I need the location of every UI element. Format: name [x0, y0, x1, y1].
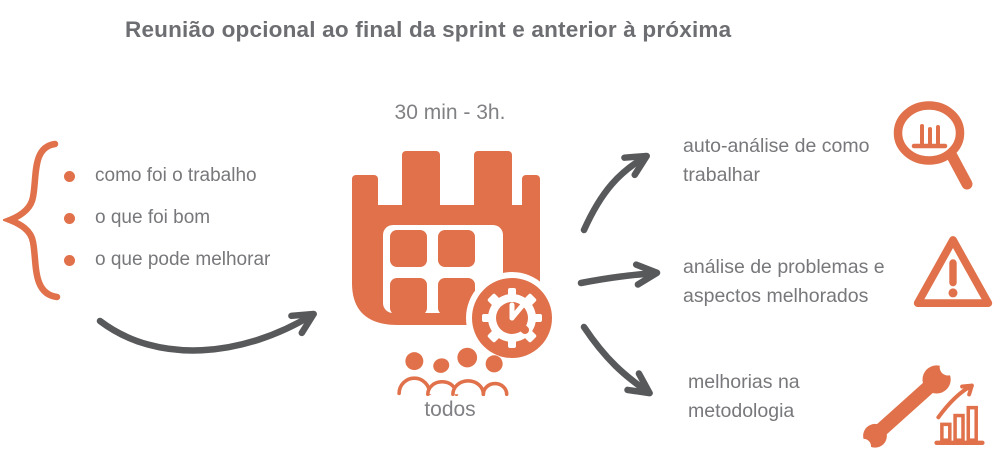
people-icon: [397, 347, 509, 397]
bullet-dot-icon: [64, 212, 75, 224]
calendar-clock-icon: [352, 151, 558, 364]
bullet-dot-icon: [64, 170, 75, 182]
meeting-duration-label: 30 min - 3h.: [394, 101, 506, 124]
page-title: Reunião opcional ao final da sprint e an…: [125, 17, 732, 42]
list-item-label: o que pode melhorar: [95, 249, 271, 270]
list-item-label: como foi o trabalho: [95, 165, 257, 186]
curly-brace-icon: [3, 140, 61, 301]
list-item: o que foi bom: [64, 207, 270, 228]
list-item: o que pode melhorar: [64, 249, 271, 270]
outcome-label-analise-problemas: análise de problemas e aspectos melhorad…: [683, 256, 885, 307]
wrench-chart-icon: [856, 360, 985, 450]
arrow-inputs-to-meeting: [96, 310, 317, 354]
meeting-participants-label: todos: [424, 398, 476, 421]
list-item: como foi o trabalho: [64, 165, 270, 186]
outcome-label-auto-analise: auto-análise de como trabalhar: [683, 135, 870, 186]
bullet-dot-icon: [64, 254, 75, 266]
arrow-meeting-to-outcome-3: [580, 323, 653, 397]
list-item-label: o que foi bom: [95, 207, 211, 228]
magnifier-chart-icon: [893, 101, 973, 190]
outcome-label-melhorias: melhorias na metodologia: [688, 371, 800, 422]
warning-triangle-icon: [913, 236, 993, 308]
arrow-meeting-to-outcome-1: [580, 152, 650, 234]
inputs-list: como foi o trabalho o que foi bom o que …: [64, 165, 271, 292]
arrow-meeting-to-outcome-2: [577, 261, 661, 288]
